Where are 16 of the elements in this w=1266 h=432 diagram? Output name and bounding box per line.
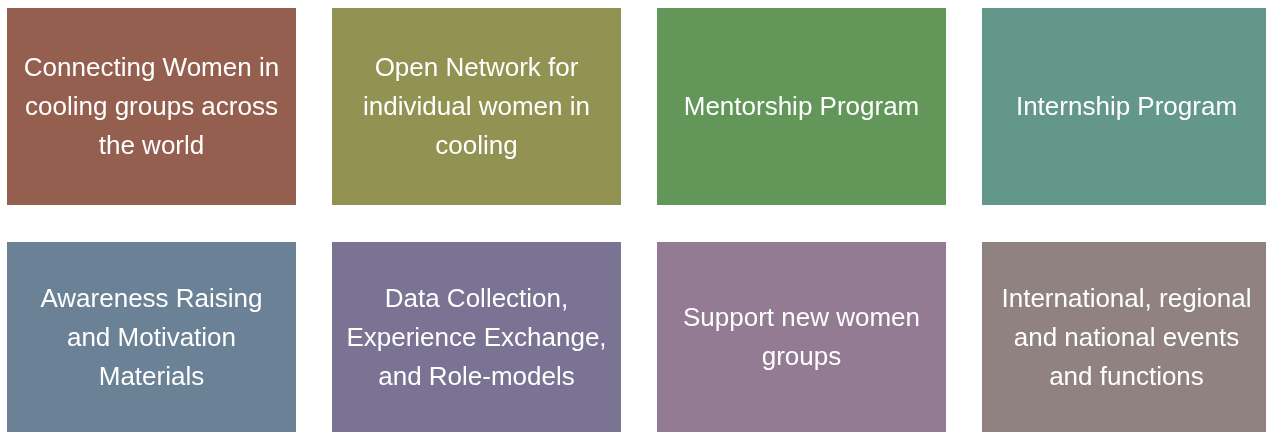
program-box — [982, 8, 1266, 205]
program-box — [332, 8, 621, 205]
program-box — [332, 242, 621, 432]
program-box — [7, 242, 296, 432]
box-text: Connecting Women in cooling groups across the world — [22, 51, 281, 162]
program-box — [657, 242, 946, 432]
box-text: Mentorship Program — [683, 90, 920, 123]
box-text: International, regional and national events and functions — [1000, 281, 1253, 393]
program-box — [657, 8, 946, 205]
program-box — [982, 242, 1266, 432]
box-text: Open Network for individual women in cooling — [362, 51, 591, 162]
box-text: Internship Program — [1015, 90, 1238, 123]
box-text: Awareness Raising and Motivation Materials — [39, 281, 264, 393]
box-text: Data Collection, Experience Exchange, and Role-models — [345, 281, 608, 393]
program-box — [7, 8, 296, 205]
box-text: Support new women groups — [682, 301, 921, 373]
